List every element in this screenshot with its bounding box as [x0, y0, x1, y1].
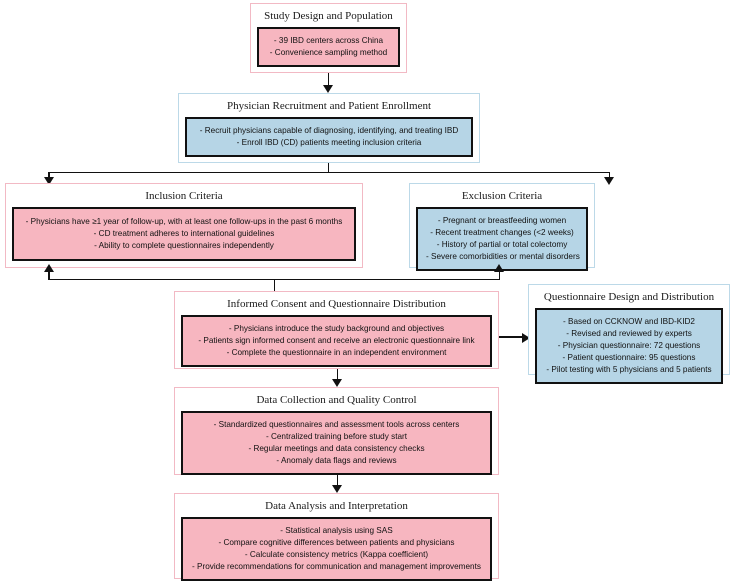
- connector-study-to-recruitment: [327, 73, 330, 87]
- node-inclusion-criteria: Inclusion Criteria - Physicians have ≥1 …: [5, 183, 363, 268]
- node-body-data-analysis: - Statistical analysis using SAS - Compa…: [181, 517, 492, 581]
- bullet-line: - Patient questionnaire: 95 questions: [562, 352, 696, 362]
- bullet-line: - Severe comorbidities or mental disorde…: [426, 251, 580, 261]
- connector-recruitment-split-bar: [48, 171, 329, 174]
- bullet-line: - 39 IBD centers across China: [273, 36, 384, 46]
- bullet-line: - Ability to complete questionnaires ind…: [94, 240, 274, 250]
- arrowhead-from-inclusion: [43, 264, 54, 272]
- bullet-line: - History of partial or total colectomy: [436, 239, 568, 249]
- node-body-exclusion-criteria: - Pregnant or breastfeeding women - Rece…: [416, 207, 588, 271]
- node-informed-consent: Informed Consent and Questionnaire Distr…: [174, 291, 499, 369]
- connector-to-inclusion: [48, 171, 50, 180]
- bullet-line: - Physicians introduce the study backgro…: [228, 324, 445, 334]
- bullet-line: - Pilot testing with 5 physicians and 5 …: [546, 364, 712, 374]
- node-questionnaire-design: Questionnaire Design and Distribution - …: [528, 284, 730, 384]
- arrowhead-consent-to-collection: [332, 379, 343, 387]
- arrowhead-to-exclusion: [604, 177, 615, 185]
- node-body-physician-recruitment: - Recruit physicians capable of diagnosi…: [185, 117, 473, 157]
- node-title-questionnaire-design: Questionnaire Design and Distribution: [543, 291, 715, 303]
- node-body-study-design: - 39 IBD centers across China - Convenie…: [257, 27, 400, 67]
- bullet-line: - Physicians have ≥1 year of follow-up, …: [25, 217, 343, 227]
- connector-consent-to-collection: [336, 369, 339, 380]
- node-body-data-collection: - Standardized questionnaires and assess…: [181, 411, 492, 475]
- node-title-study-design: Study Design and Population: [264, 10, 393, 22]
- connector-from-inclusion: [48, 272, 50, 280]
- arrowhead-collection-to-analysis: [332, 485, 343, 493]
- bullet-line: - Statistical analysis using SAS: [280, 526, 393, 536]
- node-title-informed-consent: Informed Consent and Questionnaire Distr…: [227, 298, 446, 310]
- bullet-line: - Recent treatment changes (<2 weeks): [430, 227, 574, 237]
- node-body-inclusion-criteria: - Physicians have ≥1 year of follow-up, …: [12, 207, 356, 261]
- bullet-line: - Anomaly data flags and reviews: [276, 455, 397, 465]
- bullet-line: - Compare cognitive differences between …: [218, 537, 455, 547]
- node-body-questionnaire-design: - Based on CCKNOW and IBD-KID2 - Revised…: [535, 308, 723, 384]
- node-physician-recruitment: Physician Recruitment and Patient Enroll…: [178, 93, 480, 163]
- node-data-collection: Data Collection and Quality Control - St…: [174, 387, 499, 475]
- connector-recruitment-stem: [327, 163, 330, 173]
- arrowhead-to-inclusion: [43, 177, 54, 185]
- bullet-line: - Provide recommendations for communicat…: [192, 561, 481, 571]
- bullet-line: - Patients sign informed consent and rec…: [198, 335, 475, 345]
- bullet-line: - Based on CCKNOW and IBD-KID2: [563, 317, 695, 327]
- bullet-line: - Physician questionnaire: 72 questions: [557, 340, 701, 350]
- bullet-line: - Enroll IBD (CD) patients meeting inclu…: [236, 137, 422, 147]
- bullet-line: - Complete the questionnaire in an indep…: [226, 347, 447, 357]
- connector-collection-to-analysis: [336, 475, 339, 486]
- connector-to-exclusion: [608, 171, 611, 180]
- bullet-line: - Revised and reviewed by experts: [566, 328, 692, 338]
- node-title-data-analysis: Data Analysis and Interpretation: [265, 500, 408, 512]
- connector-recruitment-split-bar-right: [327, 171, 610, 174]
- node-title-inclusion-criteria: Inclusion Criteria: [145, 190, 223, 202]
- node-title-exclusion-criteria: Exclusion Criteria: [461, 190, 543, 202]
- node-body-informed-consent: - Physicians introduce the study backgro…: [181, 315, 492, 367]
- arrowhead-consent-to-questionnaire: [522, 332, 530, 343]
- node-exclusion-criteria: Exclusion Criteria - Pregnant or breastf…: [409, 183, 595, 271]
- bullet-line: - Recruit physicians capable of diagnosi…: [199, 126, 459, 136]
- node-data-analysis: Data Analysis and Interpretation - Stati…: [174, 493, 499, 581]
- bullet-line: - Regular meetings and data consistency …: [248, 443, 425, 453]
- bullet-line: - Convenience sampling method: [269, 47, 388, 57]
- arrowhead-from-exclusion: [494, 264, 505, 272]
- bullet-line: - CD treatment adheres to international …: [93, 229, 275, 239]
- bullet-line: - Calculate consistency metrics (Kappa c…: [244, 549, 429, 559]
- connector-merge-stem: [273, 278, 276, 291]
- bullet-line: - Pregnant or breastfeeding women: [437, 216, 567, 226]
- bullet-line: - Standardized questionnaires and assess…: [213, 420, 460, 430]
- node-study-design: Study Design and Population - 39 IBD cen…: [250, 3, 407, 73]
- node-title-data-collection: Data Collection and Quality Control: [256, 394, 417, 406]
- connector-from-exclusion: [498, 272, 501, 280]
- bullet-line: - Centralized training before study star…: [265, 431, 408, 441]
- node-title-physician-recruitment: Physician Recruitment and Patient Enroll…: [226, 100, 432, 112]
- arrowhead-study-to-recruitment: [323, 85, 334, 93]
- connector-consent-to-questionnaire: [499, 336, 524, 338]
